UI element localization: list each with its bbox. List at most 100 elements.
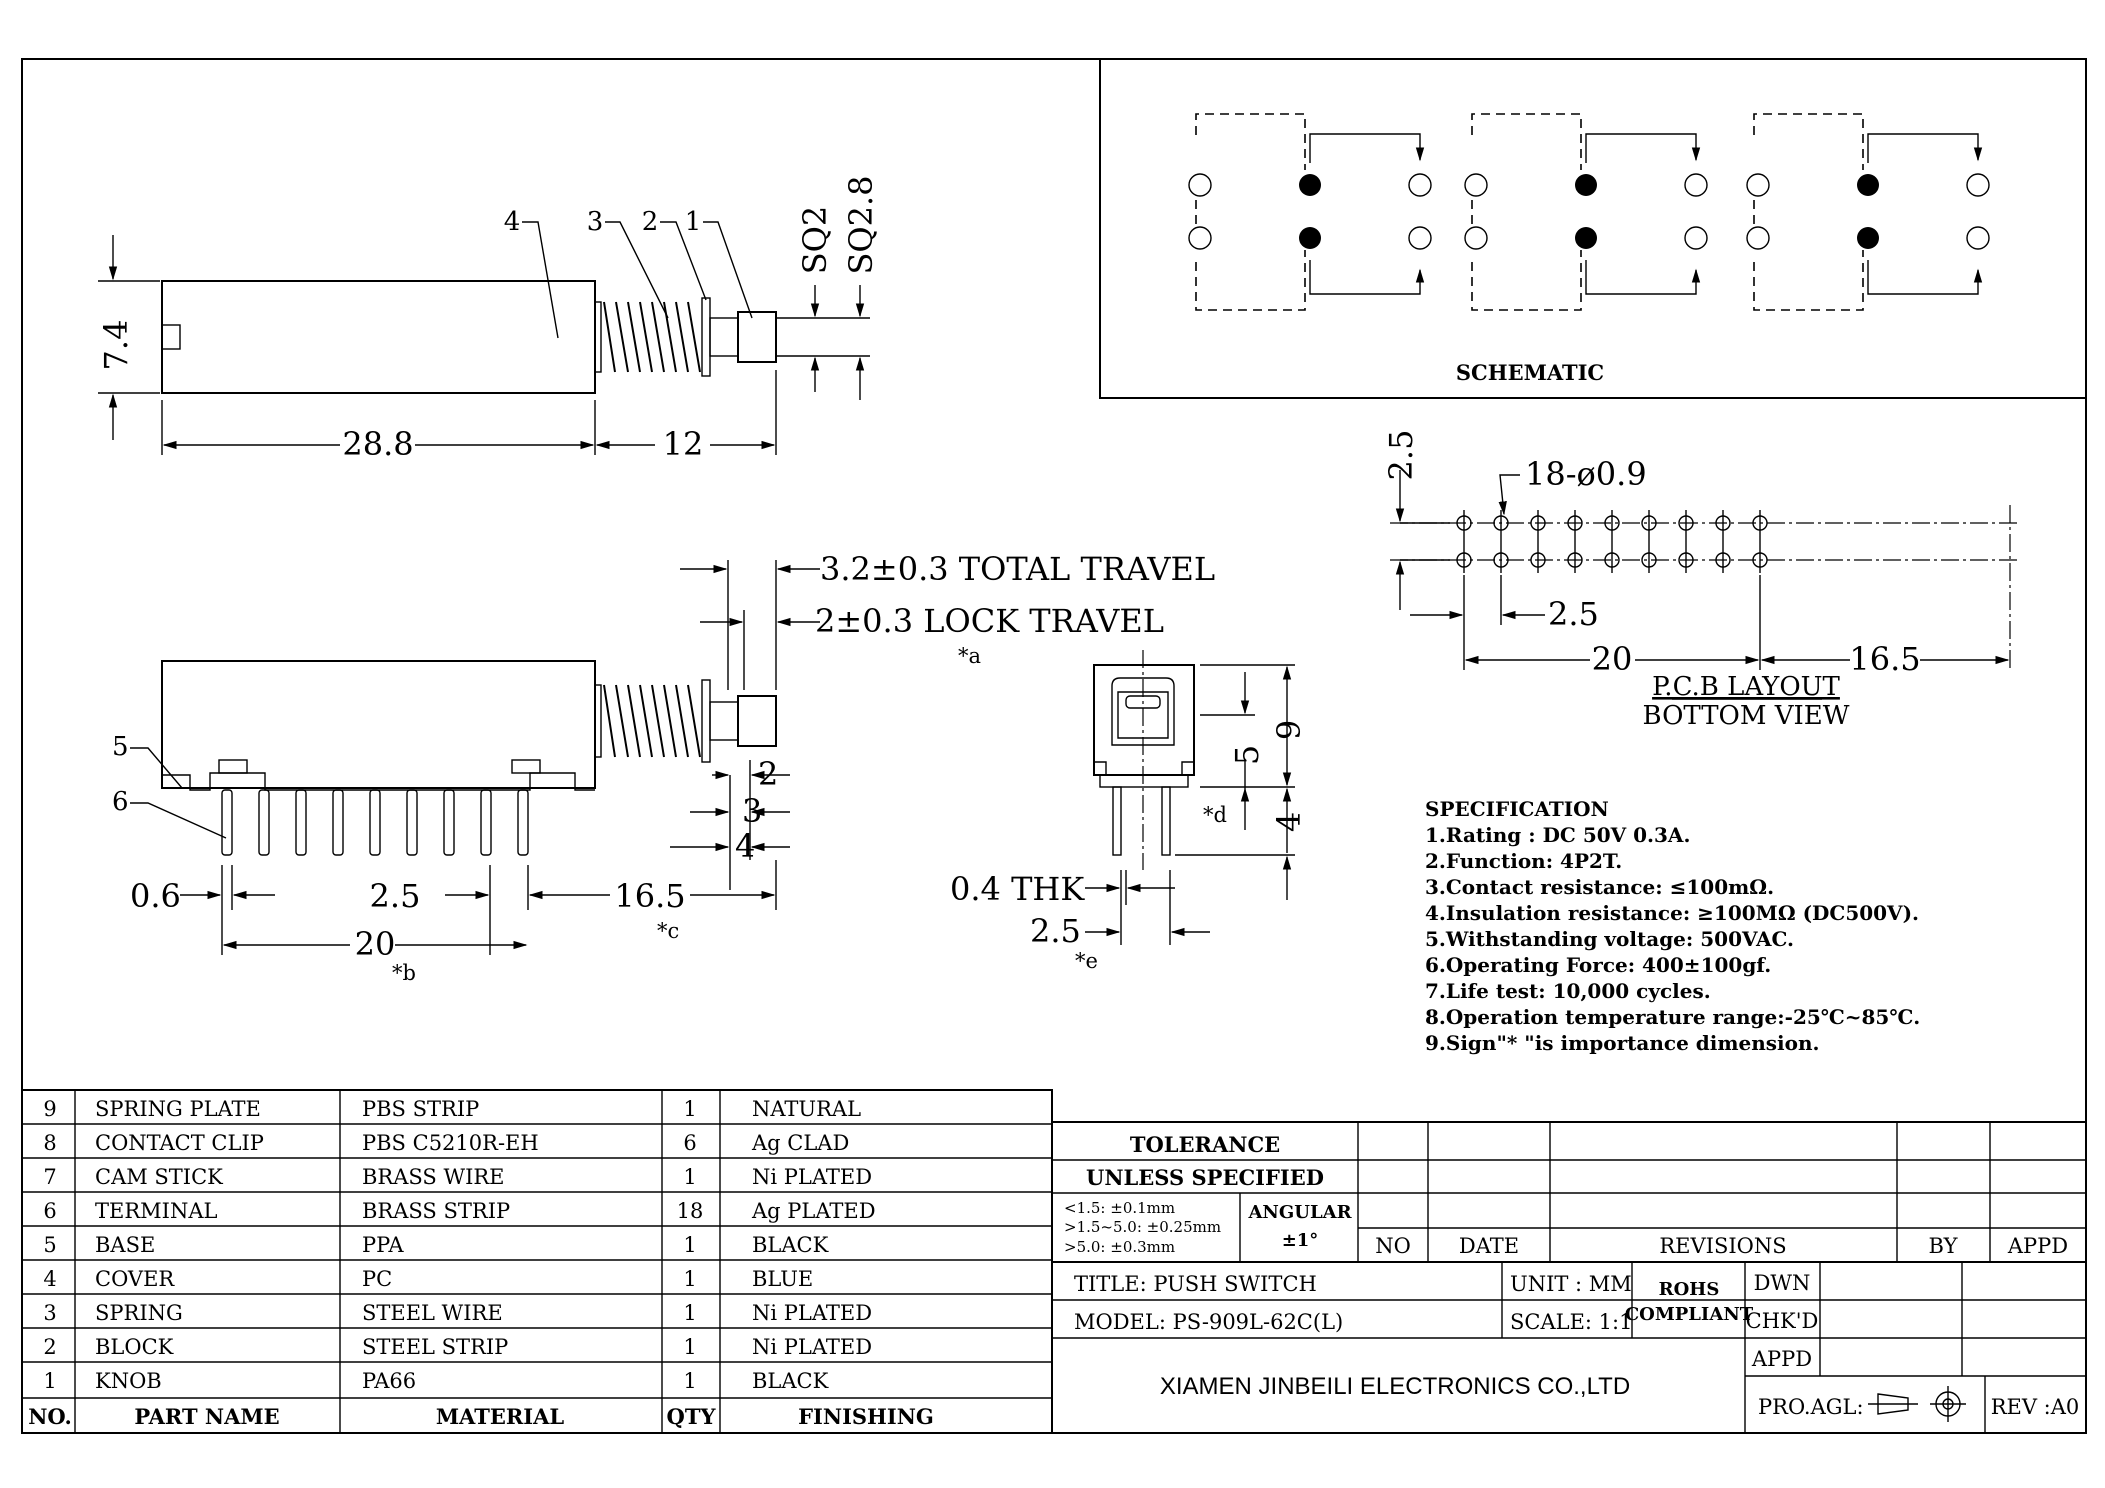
side-view: 3.2±0.3 TOTAL TRAVEL 2±0.3 LOCK TRAVEL *… xyxy=(112,550,1215,985)
pcb-width: 20 xyxy=(1592,640,1633,678)
bom-cell: 1 xyxy=(683,1267,696,1291)
bom-cell: 1 xyxy=(683,1233,696,1257)
spec-heading: SPECIFICATION xyxy=(1425,797,1609,821)
bom-cell: 9 xyxy=(43,1097,56,1121)
bom-cell: BRASS STRIP xyxy=(362,1199,510,1223)
callout-6: 6 xyxy=(112,787,129,817)
mark-b: *b xyxy=(392,961,416,985)
projection-target-icon xyxy=(1930,1386,1966,1422)
spec-item: 4.Insulation resistance: ≥100MΩ (DC500V)… xyxy=(1425,901,1919,925)
pcb-offset: 16.5 xyxy=(1849,640,1920,678)
mark-c: *c xyxy=(657,919,679,943)
pin-width: 0.6 xyxy=(130,877,181,915)
bom-cell: TERMINAL xyxy=(95,1199,217,1223)
spec-item: 2.Function: 4P2T. xyxy=(1425,849,1622,873)
dwn-label: DWN xyxy=(1754,1271,1811,1295)
bom-cell: PPA xyxy=(362,1233,404,1257)
rohs-text: ROHS xyxy=(1659,1279,1720,1300)
spec-item: 3.Contact resistance: ≤100mΩ. xyxy=(1425,875,1774,899)
side-pins xyxy=(221,789,529,856)
spec-item: 1.Rating : DC 50V 0.3A. xyxy=(1425,823,1690,847)
bom-cell: 1 xyxy=(683,1335,696,1359)
bom-cell: 1 xyxy=(683,1165,696,1189)
bom-cell: Ni PLATED xyxy=(752,1335,872,1359)
bom-cell: 1 xyxy=(683,1369,696,1393)
bom-header-part: PART NAME xyxy=(134,1404,279,1429)
bom-cell: BRASS WIRE xyxy=(362,1165,505,1189)
bom-cell: 6 xyxy=(683,1131,696,1155)
bom-cell: 1 xyxy=(683,1097,696,1121)
callout-2: 2 xyxy=(642,207,659,237)
bom-cell: PBS STRIP xyxy=(362,1097,479,1121)
bom-cell: SPRING xyxy=(95,1301,183,1325)
bom-cell: 7 xyxy=(43,1165,56,1189)
schematic-switch-3 xyxy=(1746,113,1990,311)
pcb-holes xyxy=(1456,510,1768,573)
bom-cell: 4 xyxy=(43,1267,56,1291)
bom-cell: Ag CLAD xyxy=(751,1131,849,1155)
bom-cell: 8 xyxy=(43,1131,56,1155)
bom-header-finishing: FINISHING xyxy=(798,1404,934,1429)
sheet-border xyxy=(21,58,2087,1434)
bom-cell: 3 xyxy=(43,1301,56,1325)
rev-date: DATE xyxy=(1459,1234,1519,1258)
bom-cell: CAM STICK xyxy=(95,1165,223,1189)
tolerance-label: TOLERANCE xyxy=(1130,1132,1280,1157)
dim-h2: 2 xyxy=(758,755,778,793)
title-block: TOLERANCE UNLESS SPECIFIED <1.5: ±0.1mm … xyxy=(1052,1121,2086,1433)
model-text: MODEL: PS-909L-62C(L) xyxy=(1074,1310,1343,1334)
bom-table: 9 SPRING PLATE PBS STRIP 1 NATURAL 8 CON… xyxy=(21,1089,1053,1434)
tol-line: >5.0: ±0.3mm xyxy=(1064,1238,1175,1256)
dim-h4: 4 xyxy=(735,827,755,865)
end-h5: 5 xyxy=(1228,745,1266,765)
bom-cell: 2 xyxy=(43,1335,56,1359)
dim-sq28: SQ2.8 xyxy=(842,175,880,274)
schematic-switch-1 xyxy=(1188,113,1432,311)
bom-header-no: NO. xyxy=(28,1404,72,1429)
bom-cell: BLACK xyxy=(752,1369,829,1393)
spec-item: 6.Operating Force: 400±100gf. xyxy=(1425,953,1771,977)
pro-agl-label: PRO.AGL: xyxy=(1758,1395,1864,1419)
specification: SPECIFICATION 1.Rating : DC 50V 0.3A. 2.… xyxy=(1425,797,1920,1055)
end-h9: 9 xyxy=(1270,720,1308,740)
bom-cell: NATURAL xyxy=(752,1097,861,1121)
pcb-layout: 2.5 18-ø0.9 2.5 20 16.5 P.C.B LAYOUT BOT… xyxy=(1382,430,2020,731)
pcb-pitch: 2.5 xyxy=(1548,595,1599,633)
scale-text: SCALE: 1:1 xyxy=(1510,1310,1632,1334)
bom-header-qty: QTY xyxy=(667,1404,717,1429)
bom-header-material: MATERIAL xyxy=(436,1404,565,1429)
company-name: XIAMEN JINBEILI ELECTRONICS CO.,LTD xyxy=(1160,1373,1630,1400)
top-view: 28.8 12 7.4 SQ2 SQ2.8 4 3 2 1 xyxy=(97,175,880,463)
dim-h3: 3 xyxy=(742,792,762,830)
bom-cell: 6 xyxy=(43,1199,56,1223)
spec-item: 7.Life test: 10,000 cycles. xyxy=(1425,979,1711,1003)
rev-no: NO xyxy=(1375,1234,1411,1258)
spec-item: 8.Operation temperature range:-25℃~85℃. xyxy=(1425,1005,1920,1029)
total-travel: 3.2±0.3 TOTAL TRAVEL xyxy=(820,550,1215,588)
tol-line: <1.5: ±0.1mm xyxy=(1064,1199,1175,1217)
pcb-subtitle: BOTTOM VIEW xyxy=(1642,701,1849,731)
mark-d: *d xyxy=(1203,803,1227,827)
end-pitch: 2.5 xyxy=(1030,912,1081,950)
bom-cell: 1 xyxy=(683,1301,696,1325)
dim-stroke: 12 xyxy=(663,425,704,463)
mark-a: *a xyxy=(958,644,981,668)
side-offset: 16.5 xyxy=(614,877,685,915)
unless-specified: UNLESS SPECIFIED xyxy=(1086,1165,1324,1190)
schematic-label: SCHEMATIC xyxy=(1456,360,1604,385)
bom-cell: SPRING PLATE xyxy=(95,1097,261,1121)
schematic-switch-2 xyxy=(1464,113,1708,311)
bom-cell: 5 xyxy=(43,1233,56,1257)
bom-cell: COVER xyxy=(95,1267,175,1291)
bom-cell: KNOB xyxy=(95,1369,162,1393)
bom-cell: BLUE xyxy=(752,1267,813,1291)
title-text: TITLE: PUSH SWITCH xyxy=(1074,1272,1317,1296)
pcb-title: P.C.B LAYOUT xyxy=(1652,672,1840,702)
bom-cell: PC xyxy=(362,1267,392,1291)
chkd-label: CHK'D xyxy=(1746,1309,1819,1333)
bom-cell: CONTACT CLIP xyxy=(95,1131,264,1155)
thk: 0.4 THK xyxy=(950,870,1085,908)
bom-cell: PA66 xyxy=(362,1369,416,1393)
bom-cell: 18 xyxy=(677,1199,704,1223)
